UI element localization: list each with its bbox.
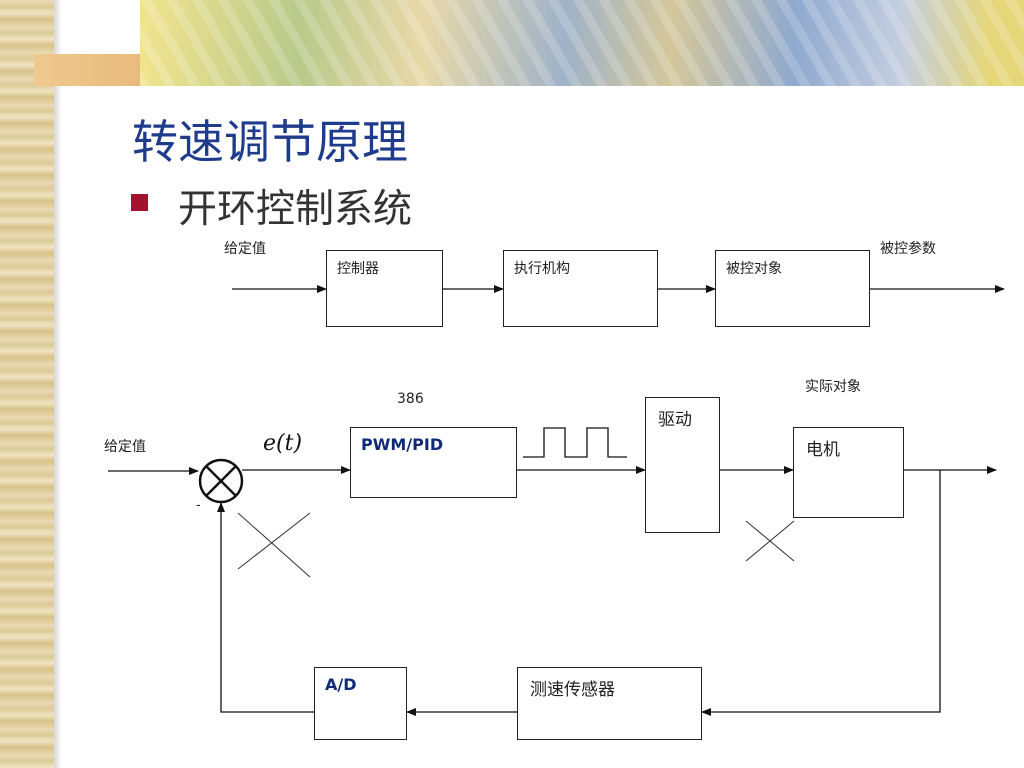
pwm-pid-block: PWM/PID <box>350 427 517 498</box>
header-banner <box>140 0 1024 86</box>
controller-block-label: 控制器 <box>337 261 379 277</box>
open-loop-output-label: 被控参数 <box>880 241 936 257</box>
cross-out-mark-right-b <box>745 520 795 562</box>
mcu-label: 386 <box>397 391 424 407</box>
bullet-square-icon <box>131 194 148 211</box>
border-shadow <box>54 0 62 768</box>
actual-plant-label: 实际对象 <box>805 379 861 395</box>
speed-sensor-block-label: 测速传感器 <box>530 680 615 700</box>
slide-subtitle: 开环控制系统 <box>178 187 413 232</box>
pwm-pulse-waveform <box>523 427 627 458</box>
actuator-block-label: 执行机构 <box>514 261 570 277</box>
cross-out-mark-left-b <box>237 512 311 570</box>
motor-block: 电机 <box>793 427 904 518</box>
feedback-line-adc-to-junction <box>217 502 314 713</box>
closed-loop-input-label: 给定值 <box>104 439 146 455</box>
plant-block-label: 被控对象 <box>726 261 782 277</box>
actuator-block: 执行机构 <box>503 250 658 327</box>
cross-out-mark-left-a <box>237 512 311 578</box>
controller-block: 控制器 <box>326 250 443 327</box>
banner-texture <box>140 0 1024 86</box>
open-loop-input-label: 给定值 <box>224 241 266 257</box>
error-signal-label: e(t) <box>263 431 303 456</box>
drive-block: 驱动 <box>645 397 720 533</box>
pwm-pid-block-label: PWM/PID <box>361 435 444 454</box>
adc-block-label: A/D <box>325 675 357 694</box>
plant-block: 被控对象 <box>715 250 870 327</box>
cross-out-mark-right-a <box>745 520 795 562</box>
summing-junction-icon <box>198 458 244 504</box>
negative-sign-label: - <box>196 498 201 513</box>
banner-tab <box>34 54 154 86</box>
drive-block-label: 驱动 <box>658 410 692 430</box>
adc-block: A/D <box>314 667 407 740</box>
slide-title: 转速调节原理 <box>132 115 408 169</box>
summing-junction-cross-a <box>205 465 237 497</box>
summing-junction-cross-b <box>205 465 237 497</box>
parchment-border <box>0 0 54 768</box>
motor-block-label: 电机 <box>806 440 840 460</box>
speed-sensor-block: 测速传感器 <box>517 667 702 740</box>
